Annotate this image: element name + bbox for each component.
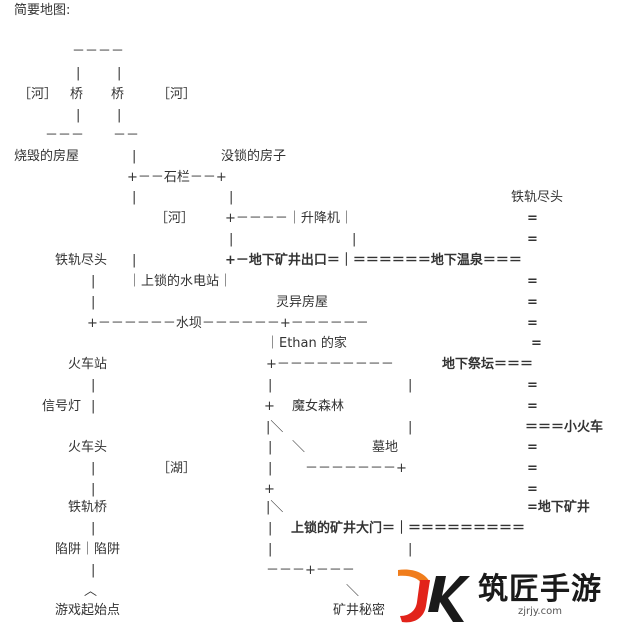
- map-node-n70: |: [268, 521, 273, 536]
- map-node-n42: |: [268, 378, 273, 393]
- map-node-n29: ｜上锁的水电站｜: [128, 274, 233, 289]
- map-node-n60: |: [268, 461, 273, 476]
- map-node-n23: |: [352, 232, 357, 247]
- map-node-n39: +－－－－－－－－－: [266, 357, 394, 372]
- map-node-n52: ＝＝＝小火车: [525, 420, 604, 435]
- map-node-n76: －－－+－－－: [266, 563, 355, 578]
- map-node-n72: 陷阱｜陷阱: [55, 542, 121, 557]
- map-node-n68: =地下矿井: [527, 500, 590, 515]
- site-logo: 筑匠手游 zjrjy.com: [392, 558, 640, 631]
- map-node-n80: 矿井秘密: [333, 603, 386, 618]
- map-node-n26: |: [132, 253, 137, 268]
- map-node-n59: ［湖］: [157, 461, 197, 476]
- map-node-n1: －－－－: [72, 44, 125, 59]
- map-node-n2: |: [76, 66, 81, 81]
- map-node-n53: 火车头: [68, 440, 108, 455]
- map-node-n34: +－－－－－－水坝－－－－－－+－－－－－－: [87, 316, 369, 331]
- map-node-n9: |: [117, 108, 122, 123]
- logo-url: zjrjy.com: [518, 606, 562, 617]
- map-node-n17: |: [229, 190, 234, 205]
- map-node-n50: |＼: [266, 420, 284, 435]
- map-node-n24: =: [527, 232, 538, 247]
- map-node-n57: =: [527, 440, 538, 455]
- map-node-n69: |: [91, 521, 96, 536]
- map-node-n78: ＼: [346, 584, 360, 599]
- map-node-n28: |: [91, 274, 96, 289]
- map-node-n58: |: [91, 461, 96, 476]
- map-node-n18: 铁轨尽头: [511, 190, 564, 205]
- map-node-n46: |: [91, 399, 96, 414]
- map-node-n63: |: [91, 482, 96, 497]
- map-node-n31: |: [91, 295, 96, 310]
- map-node-n43: |: [408, 378, 413, 393]
- map-node-n55: ＼: [292, 440, 306, 455]
- map-node-n67: |＼: [266, 500, 284, 515]
- map-node-n36: ｜Ethan 的家: [266, 336, 347, 351]
- map-node-n74: |: [408, 542, 413, 557]
- map-node-n11: －－: [113, 128, 140, 143]
- map-node-n56: 墓地: [372, 440, 399, 455]
- map-node-n54: |: [268, 440, 273, 455]
- map-node-n7: ［河］: [157, 87, 197, 102]
- map-node-n10: －－－: [45, 128, 85, 143]
- map-node-n79: 游戏起始点: [55, 603, 121, 618]
- map-node-n19: ［河］: [155, 211, 195, 226]
- map-node-n66: 铁轨桥: [68, 500, 108, 515]
- map-node-n20: +－－－－｜升降机｜: [225, 211, 353, 226]
- map-node-n71: 上锁的矿井大门＝｜＝＝＝＝＝＝＝＝＝: [291, 521, 526, 536]
- map-node-n47: +: [264, 399, 275, 414]
- map-node-n65: =: [527, 482, 538, 497]
- map-node-n48: 魔女森林: [292, 399, 345, 414]
- map-node-n62: =: [527, 461, 538, 476]
- page-title: 简要地图:: [14, 3, 71, 18]
- map-node-n5: 桥: [70, 87, 84, 102]
- map-node-n40: 地下祭坛＝＝＝: [442, 357, 534, 372]
- jk-logo-icon: [398, 569, 470, 623]
- logo-name: 筑匠手游: [478, 572, 602, 607]
- map-node-n35: =: [527, 316, 538, 331]
- map-node-n37: =: [531, 336, 542, 351]
- map-node-n61: －－－－－－－+: [305, 461, 407, 476]
- map-node-n22: |: [229, 232, 234, 247]
- map-node-n14: 没锁的房子: [221, 149, 287, 164]
- map-node-n8: |: [76, 108, 81, 123]
- map-node-n51: |: [408, 420, 413, 435]
- map-node-n4: ［河］: [18, 87, 58, 102]
- map-node-n21: =: [527, 211, 538, 226]
- map-node-n13: |: [132, 149, 137, 164]
- map-node-n15: +－－石栏－－+: [127, 170, 227, 185]
- map-node-n6: 桥: [111, 87, 125, 102]
- map-node-n32: 灵异房屋: [276, 295, 329, 310]
- map-node-n45: 信号灯: [42, 399, 82, 414]
- map-node-n73: |: [268, 542, 273, 557]
- map-node-n33: =: [527, 295, 538, 310]
- map-node-n30: =: [527, 274, 538, 289]
- map-node-n77: ︿: [84, 584, 98, 599]
- map-node-n25: 铁轨尽头: [55, 253, 108, 268]
- map-node-n16: |: [132, 190, 137, 205]
- map-node-n64: +: [264, 482, 275, 497]
- map-node-n75: |: [91, 563, 96, 578]
- map-node-n27: +－地下矿井出口＝｜＝＝＝＝＝＝地下温泉＝＝＝: [225, 253, 522, 268]
- map-node-n12: 烧毁的房屋: [14, 149, 80, 164]
- map-node-n41: |: [91, 378, 96, 393]
- map-node-n44: =: [527, 378, 538, 393]
- map-node-n38: 火车站: [68, 357, 108, 372]
- map-node-n49: =: [527, 399, 538, 414]
- map-node-n3: |: [117, 66, 122, 81]
